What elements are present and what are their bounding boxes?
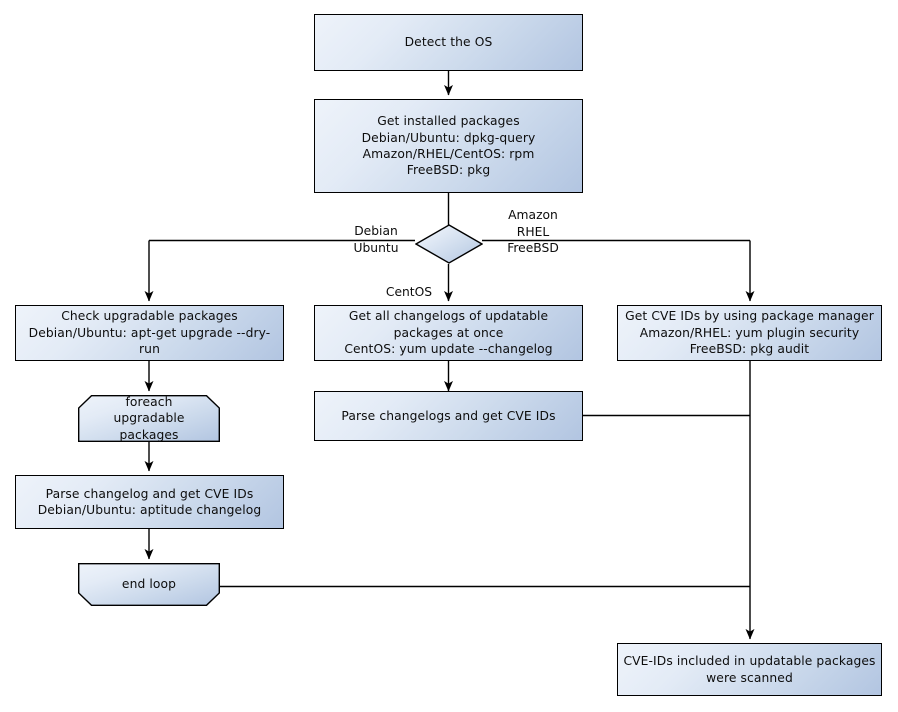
edge-label-right-branch: Amazon RHEL FreeBSD: [490, 191, 576, 257]
node-get-cve-pkg-manager[interactable]: Get CVE IDs by using package manager Ama…: [617, 305, 882, 361]
node-detect-os[interactable]: Detect the OS: [314, 14, 583, 71]
node-os-decision[interactable]: [414, 224, 484, 264]
node-scanned-label: CVE-IDs included in updatable packages w…: [623, 654, 876, 685]
edge-label-center-branch: CentOS: [376, 268, 442, 301]
edge-label-center-branch-text: CentOS: [385, 285, 433, 300]
node-foreach-loop[interactable]: foreach upgradable packages: [78, 395, 220, 442]
node-detect-os-label: Detect the OS: [404, 35, 493, 50]
diamond-shape: [414, 224, 484, 264]
node-parse-changelogs-label: Parse changelogs and get CVE IDs: [341, 408, 556, 423]
node-get-all-changelogs-label: Get all changelogs of updatable packages…: [344, 309, 553, 357]
node-get-installed-packages[interactable]: Get installed packages Debian/Ubuntu: dp…: [314, 99, 583, 193]
node-scanned[interactable]: CVE-IDs included in updatable packages w…: [617, 643, 882, 696]
node-end-loop-label: end loop: [121, 577, 177, 592]
loop-start-shape: [78, 395, 220, 442]
node-parse-changelog-single-label: Parse changelog and get CVE IDs Debian/U…: [37, 486, 262, 517]
node-foreach-loop-label: foreach upgradable packages: [113, 394, 185, 442]
node-get-all-changelogs[interactable]: Get all changelogs of updatable packages…: [314, 305, 583, 361]
node-check-upgradable[interactable]: Check upgradable packages Debian/Ubuntu:…: [15, 305, 284, 361]
node-check-upgradable-label: Check upgradable packages Debian/Ubuntu:…: [28, 309, 271, 357]
loop-end-shape: [78, 563, 220, 606]
node-parse-changelogs[interactable]: Parse changelogs and get CVE IDs: [314, 391, 583, 441]
edge-label-left-branch: Debian Ubuntu: [338, 207, 414, 256]
edge-label-left-branch-text: Debian Ubuntu: [353, 224, 399, 255]
node-get-cve-pkg-manager-label: Get CVE IDs by using package manager Ama…: [625, 309, 874, 357]
edge-label-right-branch-text: Amazon RHEL FreeBSD: [507, 208, 559, 256]
node-end-loop[interactable]: end loop: [78, 563, 220, 606]
node-get-installed-packages-label: Get installed packages Debian/Ubuntu: dp…: [361, 114, 536, 178]
node-parse-changelog-single[interactable]: Parse changelog and get CVE IDs Debian/U…: [15, 475, 284, 529]
